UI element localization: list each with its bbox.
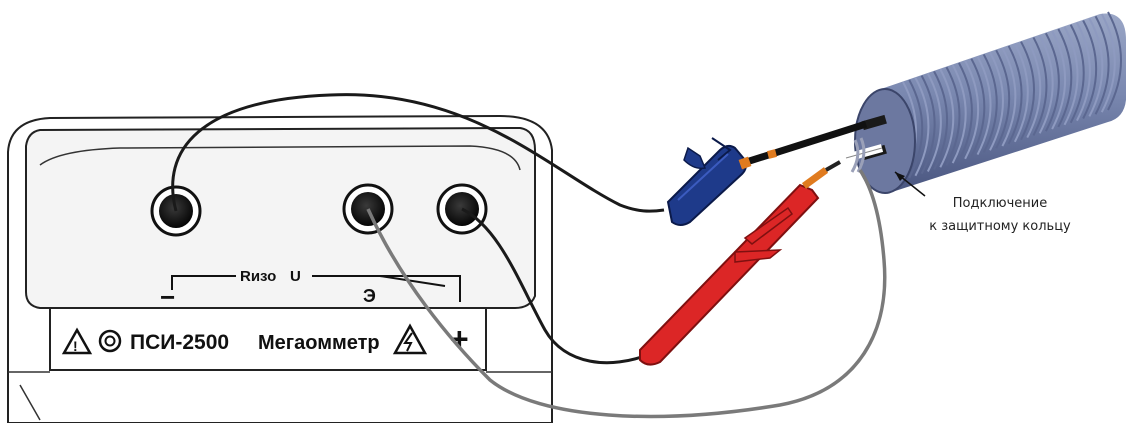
cable-winding-rib [933, 70, 948, 170]
cable-winding-rib [1020, 41, 1035, 141]
warning-icon: ! [61, 327, 93, 355]
megohmmeter-device: Rизо U − Э + ! ПСИ-2500 Мегаомметр [7, 114, 553, 423]
alligator-clamp [666, 137, 752, 226]
cable-winding-rib [914, 77, 930, 177]
riso-label: Rизо [240, 268, 276, 285]
cable-winding-rib [1100, 13, 1116, 113]
cable-winding-rib [964, 60, 980, 160]
cable-winding-rib [1094, 15, 1110, 115]
guard-ring-callout: Подключение к защитному кольцу [894, 171, 1071, 234]
device-type: Мегаомметр [258, 332, 380, 354]
cable-winding-rib [1038, 34, 1054, 134]
cable-winding-rib [1088, 17, 1104, 117]
cable-winding-rib [920, 75, 936, 175]
device-model: ПСИ-2500 [130, 331, 229, 354]
cable-winding-rib [1107, 11, 1122, 111]
cable-winding-rib [1063, 26, 1079, 126]
cable-winding-rib [1013, 43, 1029, 143]
cable-winding-rib [976, 56, 992, 156]
svg-text:!: ! [73, 338, 78, 354]
guard-ring [850, 137, 866, 173]
cable-winding-rib [1032, 36, 1048, 136]
cable-winding-rib [989, 51, 1004, 151]
wire-plus-to-probe [461, 207, 651, 365]
cable-winding-rib [1057, 28, 1073, 128]
device-bezel [25, 126, 536, 309]
callout-line-2: к защитному кольцу [929, 219, 1071, 234]
clamp-lead-to-conductor [738, 120, 868, 168]
device-top-recess [39, 145, 521, 171]
cable-winding-rib [1069, 24, 1085, 124]
cable-winding-rib [958, 62, 973, 162]
high-voltage-warning-icon [392, 323, 428, 355]
cable-winding-rib [1026, 39, 1042, 139]
test-probe [639, 160, 841, 366]
riso-bracket [171, 275, 461, 302]
cable-winding-rib [939, 68, 955, 168]
wire-minus-to-clamp [171, 93, 665, 213]
cable-winding-rib [926, 73, 942, 172]
callout-line-1: Подключение [953, 196, 1047, 211]
cable-under-test [844, 11, 1126, 194]
cable-winding-rib [1076, 22, 1091, 122]
cable-winding-rib [982, 53, 998, 153]
cable-winding-rib [951, 64, 967, 164]
u-label: U [290, 268, 301, 285]
cable-winding-rib [1001, 47, 1017, 147]
screen-label: Э [363, 286, 376, 306]
cable-winding-rib [945, 66, 961, 166]
plus-label: + [450, 321, 469, 357]
cable-winding-rib [1044, 32, 1060, 132]
cable-winding-rib [1082, 20, 1098, 119]
cable-winding-rib [908, 79, 924, 179]
cable-winding-rib [995, 49, 1011, 149]
device-lower-edge [8, 371, 552, 421]
wire-screen-to-guard-ring [366, 169, 887, 419]
cable-winding-rib [1007, 45, 1023, 145]
cable-winding-rib [1051, 30, 1066, 130]
minus-label: − [160, 282, 175, 312]
certification-mark-icon [98, 329, 122, 353]
cable-winding-rib [970, 58, 986, 158]
